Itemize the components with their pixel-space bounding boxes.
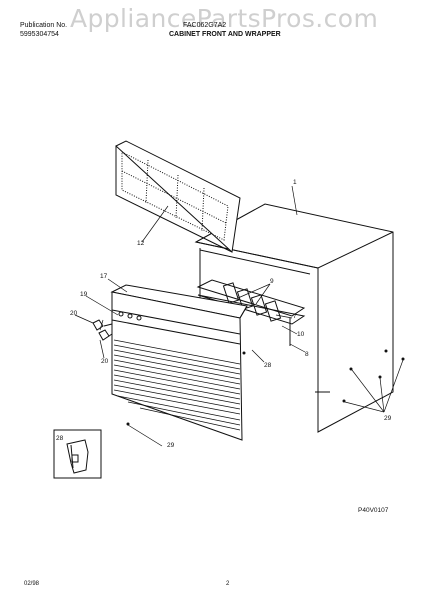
inset-detail	[53, 429, 102, 479]
callout-29-right: 29	[384, 415, 392, 422]
control-bracket	[196, 279, 306, 346]
footer-date: 02/98	[24, 581, 40, 587]
publication-label: Publication No.	[20, 22, 68, 29]
control-knobs	[92, 319, 113, 341]
callout-29-bottom: 29	[167, 442, 175, 449]
section-title: CABINET FRONT AND WRAPPER	[169, 31, 281, 38]
callout-9: 9	[270, 278, 274, 285]
callout-7: 7	[293, 313, 297, 320]
publication-number: 5995304754	[20, 31, 59, 38]
watermark-text: AppliancePartsPros.com	[70, 4, 379, 33]
figure-code: P40V0107	[358, 507, 389, 514]
cabinet-wrapper	[194, 203, 394, 433]
callout-1: 1	[293, 179, 297, 186]
model-number: FAC062G7A2	[183, 22, 227, 29]
filter-grille	[115, 140, 241, 254]
callout-28: 28	[264, 362, 272, 369]
page-number: 2	[226, 581, 230, 587]
callout-28-inset: 28	[56, 435, 64, 442]
callout-20-lower: 20	[101, 358, 109, 365]
callout-10: 10	[297, 331, 305, 338]
leader-lines	[74, 185, 404, 447]
callout-20-upper: 20	[70, 310, 78, 317]
callout-17: 17	[100, 273, 108, 280]
front-grille-louvers	[113, 339, 241, 431]
screws	[126, 349, 405, 426]
callout-8: 8	[305, 351, 309, 358]
callout-19: 19	[80, 291, 88, 298]
callout-12: 12	[137, 240, 145, 247]
